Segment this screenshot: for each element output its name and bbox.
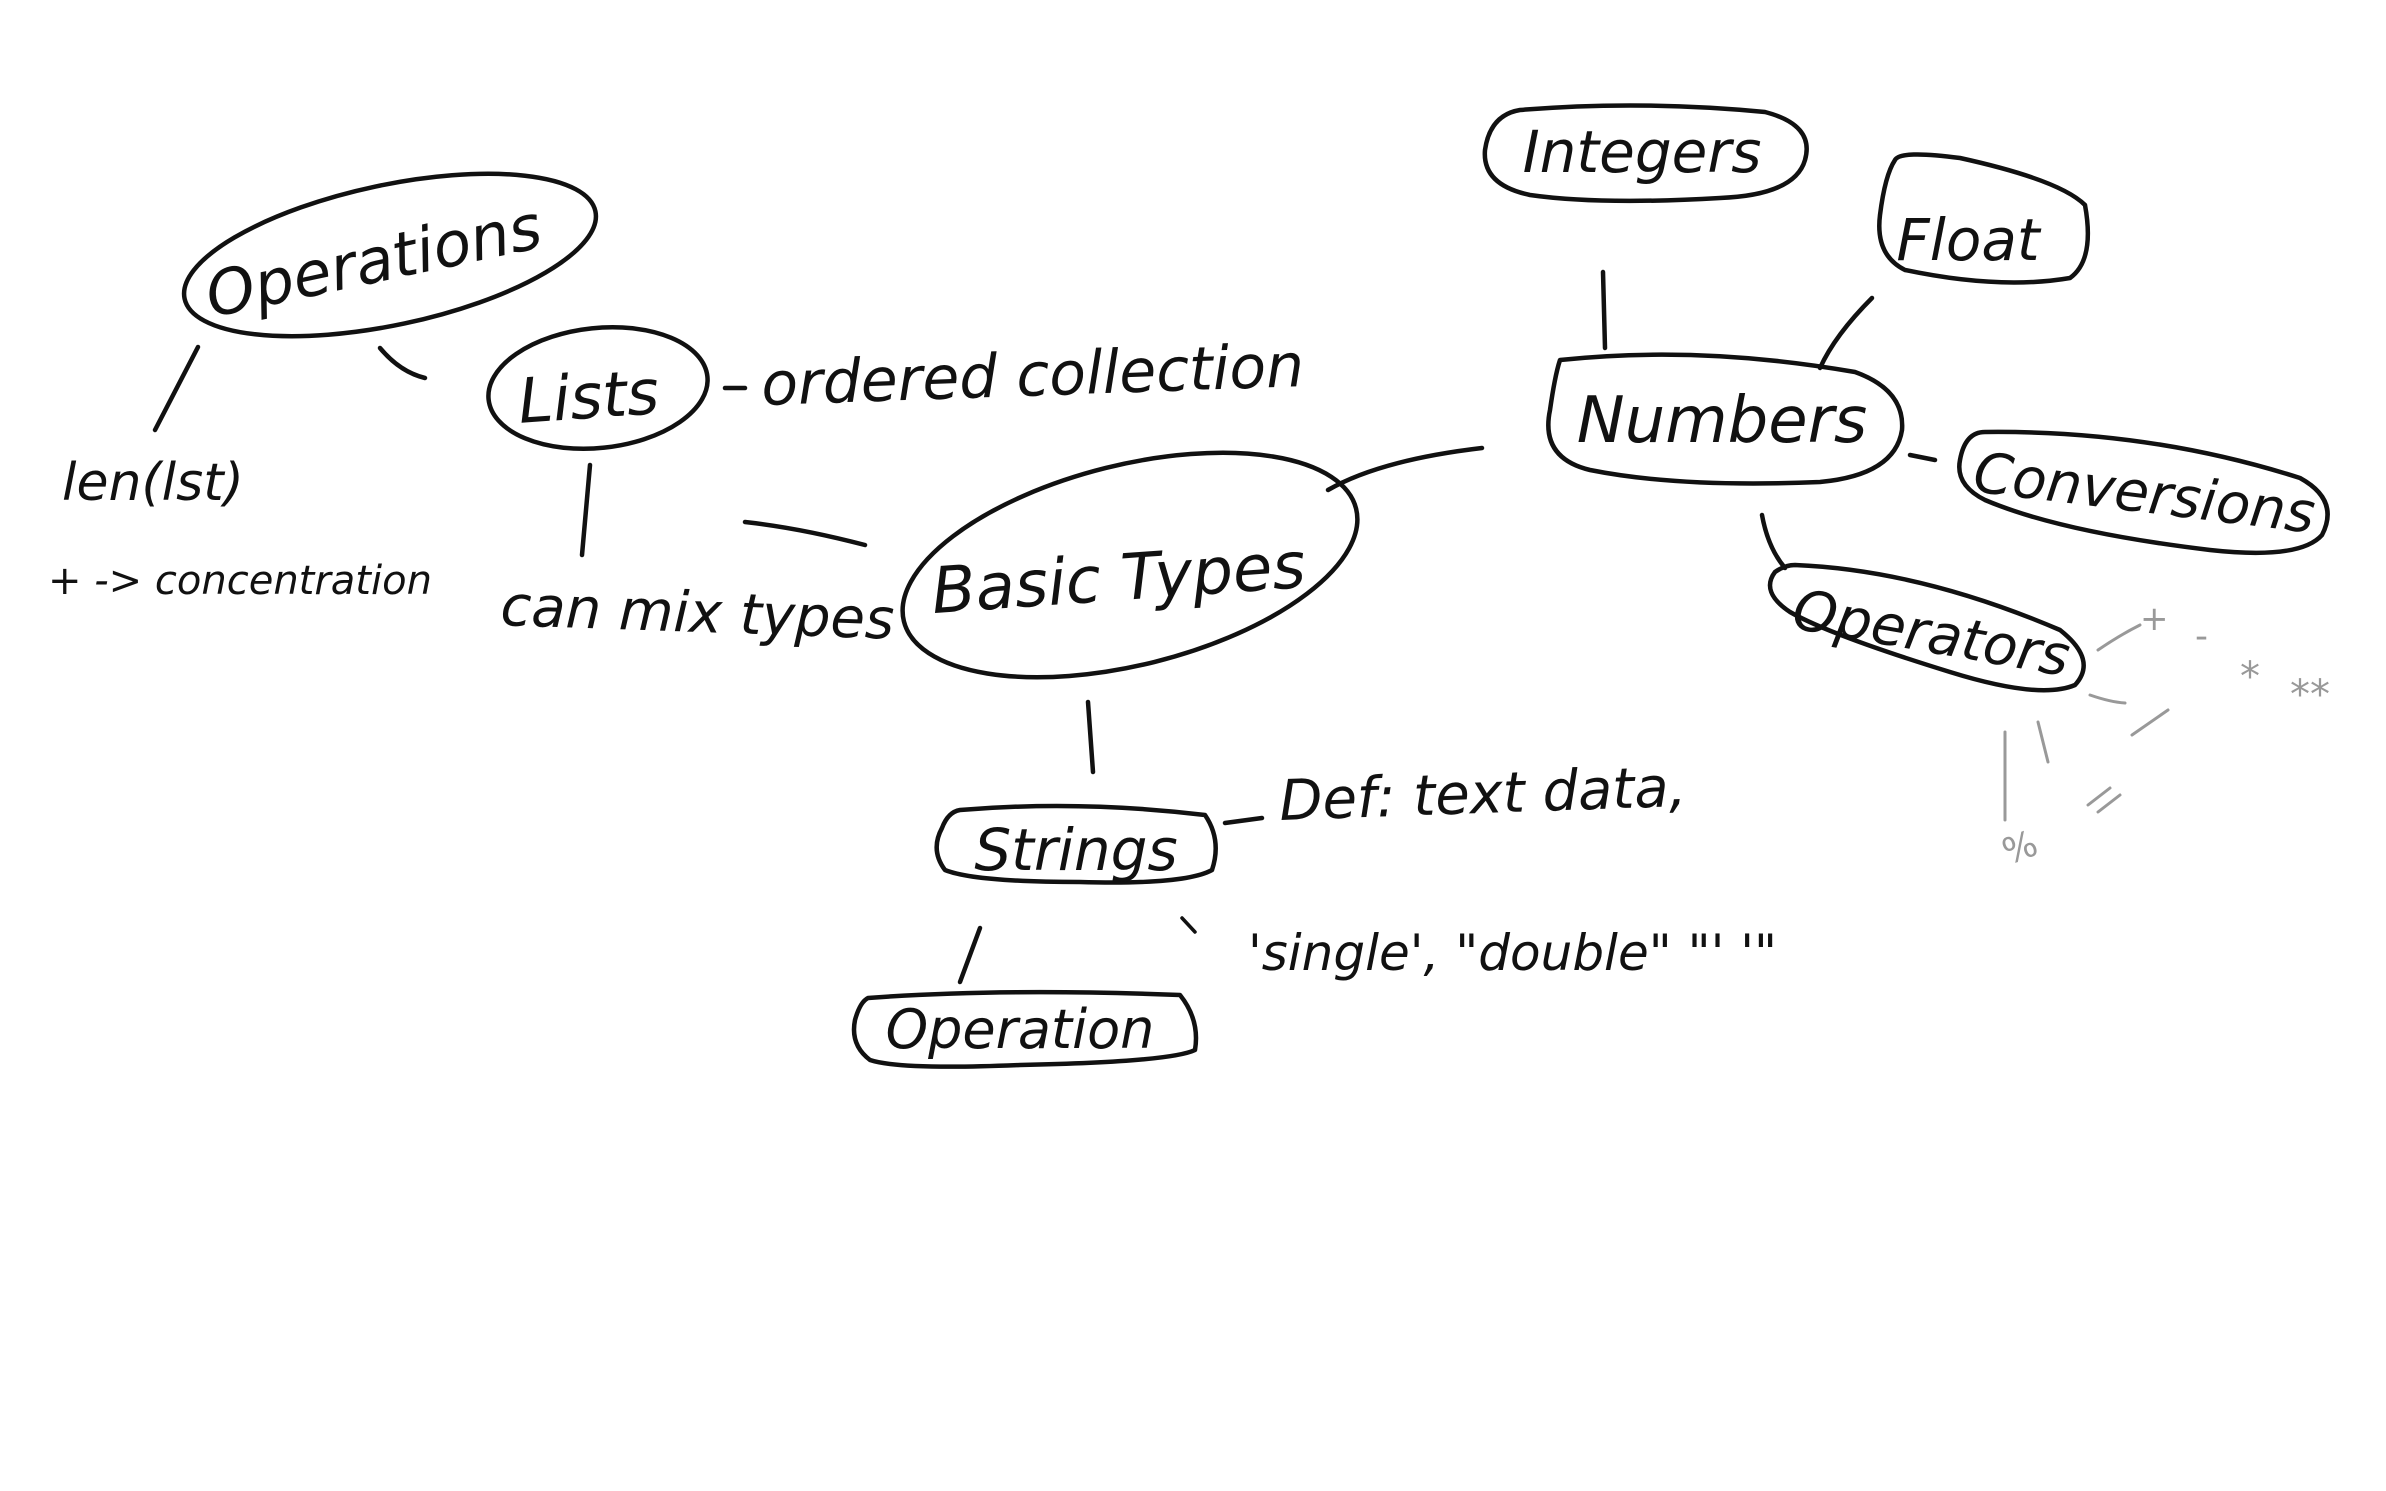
node-integers[interactable]: Integers xyxy=(1482,103,1809,204)
operator-symbol-mod: % xyxy=(1997,823,2043,873)
node-basic-types-label: Basic Types xyxy=(929,529,1308,629)
connector-lists-operations xyxy=(377,345,428,381)
node-lists-operations-label: Operations xyxy=(199,190,548,332)
node-float-label: Float xyxy=(1896,206,2042,274)
note-strings-def: Def: text data, xyxy=(1278,755,1687,834)
operators-connector-1 xyxy=(2096,623,2142,652)
node-float[interactable]: Float xyxy=(1877,152,2091,285)
node-numbers-label: Numbers xyxy=(1577,384,1867,458)
node-strings-label: Strings xyxy=(974,816,1177,884)
node-conversions-label: Conversions xyxy=(1970,440,2319,546)
operator-symbols-cluster: + - * ** % xyxy=(1997,599,2330,873)
operator-symbol-plus: + xyxy=(2140,599,2169,639)
node-strings[interactable]: Strings xyxy=(934,803,1218,885)
connector-center-numbers xyxy=(1325,445,1485,493)
connector-numbers-operators xyxy=(1759,512,1788,571)
connector-numbers-float xyxy=(1817,295,1875,371)
node-operators-label: Operators xyxy=(1788,577,2075,690)
operator-symbol-div-stroke xyxy=(2130,708,2170,737)
node-basic-types[interactable]: Basic Types xyxy=(880,412,1381,719)
operator-symbol-times: * xyxy=(2240,654,2260,700)
node-numbers[interactable]: Numbers xyxy=(1546,352,1905,486)
operator-symbol-floordiv-stroke-1 xyxy=(2086,786,2112,807)
operators-connector-2 xyxy=(2088,693,2127,705)
connector-strings-quotes xyxy=(1180,916,1197,934)
node-lists[interactable]: Lists xyxy=(482,317,713,459)
operator-symbol-power: ** xyxy=(2290,672,2330,718)
note-lists-def: ordered collection xyxy=(760,331,1305,420)
note-lists-len: len(lst) xyxy=(62,453,244,513)
connector-center-strings xyxy=(1085,699,1096,775)
connector-operations-len xyxy=(152,344,201,433)
node-lists-operations[interactable]: Operations xyxy=(170,143,610,367)
connector-strings-def xyxy=(1222,815,1265,826)
connector-center-lists xyxy=(742,519,868,548)
node-strings-operation-label: Operation xyxy=(886,998,1155,1061)
connector-strings-operation xyxy=(957,925,983,985)
node-strings-operation[interactable]: Operation xyxy=(851,989,1199,1069)
note-lists-concat: + -> concentration xyxy=(48,558,432,604)
node-operators[interactable]: Operators xyxy=(1767,562,2086,693)
operator-symbol-floordiv-stroke-2 xyxy=(2096,793,2122,814)
connector-lists-mix xyxy=(579,462,593,558)
operator-symbol-pipe-stroke xyxy=(2036,720,2050,764)
node-integers-label: Integers xyxy=(1523,118,1762,186)
node-lists-label: Lists xyxy=(516,355,661,438)
operator-symbol-minus: - xyxy=(2195,616,2208,657)
note-lists-mix: can mix types xyxy=(500,574,896,653)
connector-numbers-conversions xyxy=(1907,452,1938,463)
connector-numbers-integers xyxy=(1600,269,1608,351)
note-strings-quotes: 'single', "double" "' '" xyxy=(1248,924,1777,982)
node-conversions[interactable]: Conversions xyxy=(1957,429,2330,556)
